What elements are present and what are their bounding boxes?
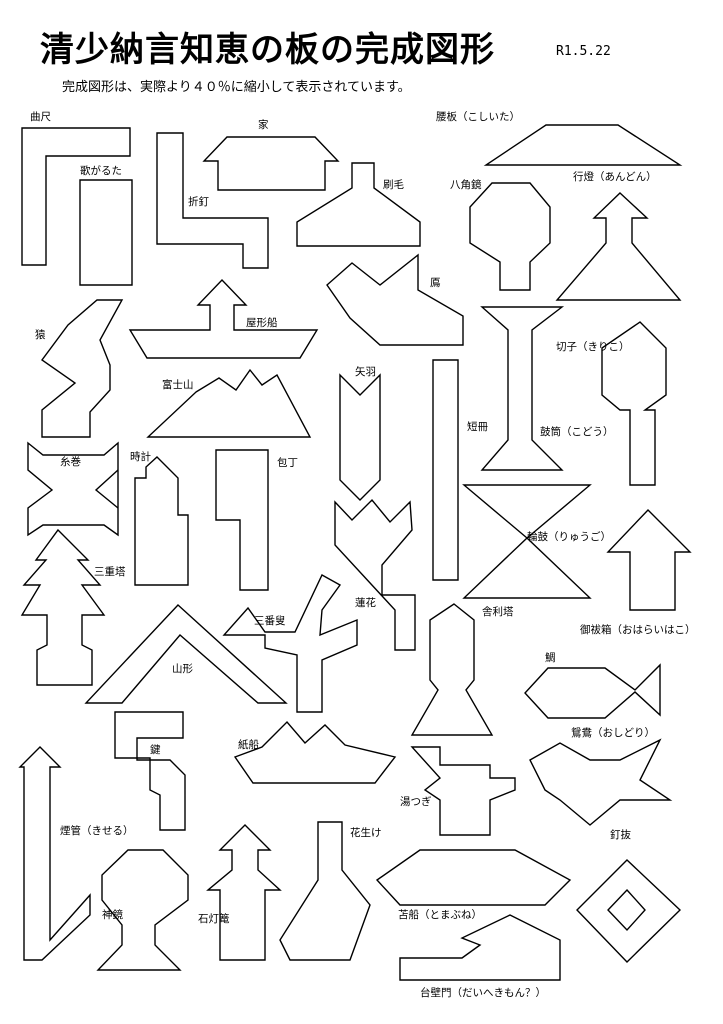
- shape-tsuzumizutsu: [480, 306, 565, 471]
- label-kamibune: 紙船: [238, 739, 259, 751]
- label-hocho: 包丁: [277, 457, 298, 469]
- shape-kamibune: [233, 720, 397, 784]
- label-kiseru: 煙管（きせる）: [60, 825, 134, 837]
- label-andon: 行燈（あんどん）: [573, 171, 657, 183]
- shape-andon: [555, 192, 682, 301]
- shape-saru: [41, 299, 124, 438]
- label-setsukugi: 折釘: [188, 196, 209, 208]
- shape-kiseru: [18, 746, 91, 961]
- shape-hake: [296, 162, 421, 247]
- shape-hakkakukyo: [469, 182, 551, 291]
- label-utagaruta: 歌がるた: [80, 165, 122, 177]
- label-kiriko: 切子（きりこ）: [556, 341, 630, 353]
- shape-renge: [334, 498, 416, 651]
- label-hanaike: 花生け: [350, 827, 382, 839]
- shape-daihekimon: [399, 914, 561, 981]
- shape-sharito: [410, 603, 494, 736]
- label-shinkyo: 神鏡: [102, 909, 123, 921]
- page-title: 清少納言知恵の板の完成図形: [40, 30, 495, 70]
- label-daihekimon: 台壁門（だいへきもん？）: [420, 987, 546, 999]
- label-yamagata: 山形: [172, 663, 193, 675]
- label-kari: 鳫: [430, 277, 441, 289]
- shape-rinko: [462, 484, 592, 599]
- label-hake: 刷毛: [383, 179, 404, 191]
- label-goharaibako: 御祓箱（おはらいはこ）: [580, 624, 696, 636]
- shape-hanaike: [279, 821, 371, 961]
- label-yabane: 矢羽: [355, 366, 376, 378]
- shape-kyokushaku: [21, 127, 131, 266]
- shape-yakatabune: [128, 278, 319, 359]
- shape-goharaibako: [606, 508, 692, 611]
- label-itomaki: 糸巻: [60, 456, 81, 468]
- shape-shinkyo: [96, 849, 189, 971]
- label-kuginuki: 釘抜: [610, 829, 631, 841]
- label-rinko: 輪鼓（りゅうご）: [527, 531, 611, 543]
- shape-utagaruta: [79, 179, 133, 286]
- label-sharito: 舎利塔: [482, 606, 514, 618]
- shape-kiriko: [601, 321, 667, 486]
- label-sanbaso: 三番叟: [254, 615, 286, 627]
- label-yutsugi: 湯つぎ: [400, 796, 432, 808]
- shape-yutsugi: [410, 746, 516, 836]
- label-koshiita: 腰板（こしいた）: [436, 111, 520, 123]
- label-tomabune: 苫船（とまぶね）: [398, 909, 482, 921]
- shape-yabane: [339, 373, 381, 501]
- label-sanjuto: 三重塔: [94, 566, 126, 578]
- shape-kagi: [114, 711, 186, 831]
- shape-sanjuto: [20, 528, 106, 686]
- shape-kari: [326, 253, 464, 346]
- shape-yamagata: [84, 604, 288, 704]
- shape-kuginuki: [576, 859, 682, 963]
- label-saru: 猿: [35, 329, 46, 341]
- label-fujisan: 富士山: [162, 379, 194, 391]
- label-yakatabune: 屋形船: [246, 317, 278, 329]
- label-tsuzumizutsu: 鼓筒（こどう）: [540, 426, 614, 438]
- label-hakkakukyo: 八角鏡: [450, 179, 482, 191]
- shape-tomabune: [375, 849, 572, 906]
- shape-hocho: [215, 449, 269, 591]
- shape-oshidori: [529, 738, 673, 826]
- label-kagi: 鍵: [150, 744, 161, 756]
- label-ie: 家: [258, 119, 269, 131]
- shape-itomaki: [27, 441, 119, 537]
- label-kyokushaku: 曲尺: [30, 111, 51, 123]
- shape-tai: [524, 663, 661, 719]
- shape-setsukugi: [156, 132, 269, 269]
- date-label: R1.5.22: [556, 44, 611, 59]
- shape-fujisan: [146, 368, 312, 438]
- label-tai: 鯛: [545, 652, 556, 664]
- shape-ie: [202, 136, 340, 191]
- label-oshidori: 鴛鴦（おしどり）: [571, 727, 655, 739]
- subtitle: 完成図形は、実際より４０％に縮小して表示されています。: [62, 80, 411, 95]
- shape-sanbaso: [222, 574, 358, 713]
- label-tanzaku: 短冊: [467, 421, 488, 433]
- shape-koshiita: [483, 124, 683, 166]
- shape-ishidoro: [206, 824, 282, 961]
- label-tokei: 時計: [130, 451, 151, 463]
- label-ishidoro: 石灯篭: [198, 913, 230, 925]
- shape-tokei: [134, 456, 189, 586]
- shape-tanzaku: [432, 359, 459, 581]
- label-renge: 蓮花: [355, 597, 376, 609]
